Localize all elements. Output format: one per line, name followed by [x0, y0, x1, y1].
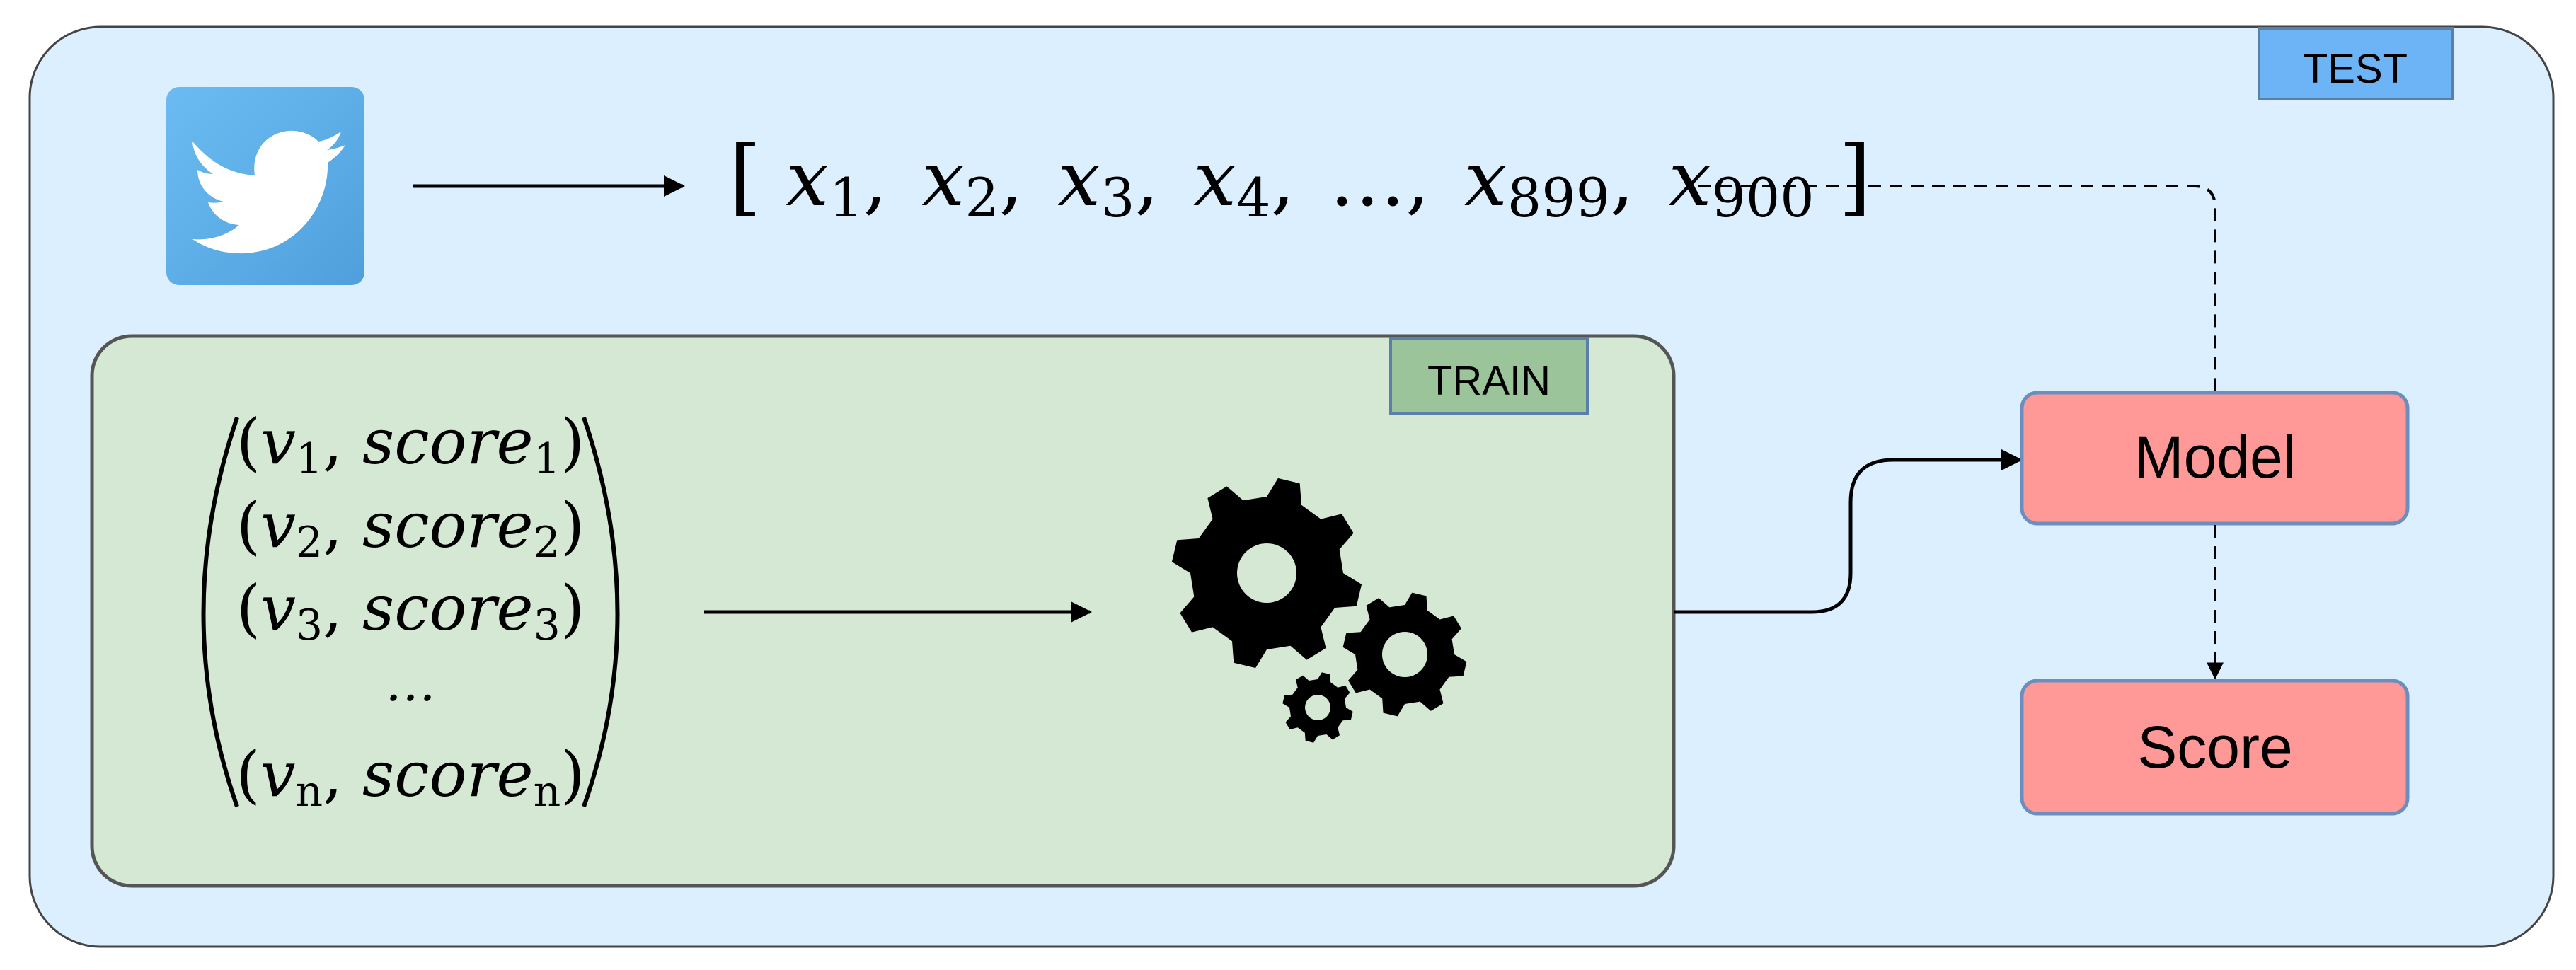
vector-item-3: x: [1057, 135, 1100, 224]
vector-sep-6: ,: [1610, 135, 1634, 224]
score-node: Score: [2020, 679, 2410, 816]
dashed-connector-vector-to-model: [1698, 185, 2216, 393]
tweet-vector: [ x1, x2, x3, x4, …, x899, x900 ]: [729, 127, 1871, 235]
vector-item-1: x: [786, 135, 829, 224]
vector-close-bracket: ]: [1839, 127, 1871, 225]
train-tag-label: TRAIN: [1427, 358, 1551, 404]
matrix-row-3: (v3, score3): [236, 572, 585, 650]
vector-sep-2: ,: [999, 135, 1023, 224]
vector-sep-4: ,: [1271, 135, 1295, 224]
gears-icon: [1171, 478, 1467, 743]
vector-sub-899: 899: [1507, 166, 1610, 229]
train-tag: TRAIN: [1389, 337, 1589, 415]
gear-icon: [1282, 672, 1353, 743]
matrix-row-n: (vn, scoren): [236, 738, 585, 816]
vector-item-899: x: [1464, 135, 1507, 224]
matrix-right-paren: [582, 417, 620, 807]
vector-sub-1: 1: [829, 166, 863, 229]
training-matrix: (v1, score1) (v2, score2) (v3, score3) ……: [201, 405, 620, 816]
vector-sep-1: ,: [863, 135, 887, 224]
connector-train-to-model: [1674, 449, 2023, 614]
model-node: Model: [2020, 391, 2410, 526]
vector-sep-3: ,: [1135, 135, 1159, 224]
matrix-row-ellipsis: …: [385, 653, 436, 712]
gear-icon: [1342, 592, 1467, 717]
matrix-row-2: (v2, score2): [236, 489, 585, 567]
test-tag-label: TEST: [2303, 46, 2408, 92]
vector-sub-3: 3: [1100, 166, 1134, 229]
matrix-row-1: (v1, score1): [236, 405, 585, 484]
vector-sep-5: ,: [1405, 135, 1430, 224]
vector-sub-2: 2: [965, 166, 999, 229]
vector-open-bracket: [: [729, 127, 761, 225]
vector-item-2: x: [921, 135, 965, 224]
vector-item-900: x: [1669, 135, 1712, 224]
vector-sub-4: 4: [1236, 166, 1270, 229]
score-label: Score: [2137, 714, 2292, 780]
model-label: Model: [2134, 424, 2296, 490]
twitter-bird-icon: [166, 87, 364, 285]
vector-sub-900: 900: [1712, 166, 1815, 229]
test-tag: TEST: [2258, 27, 2454, 100]
vector-ellipsis: …: [1329, 135, 1405, 224]
vector-item-4: x: [1193, 135, 1236, 224]
gear-icon: [1171, 478, 1362, 669]
matrix-left-paren: [201, 417, 239, 807]
